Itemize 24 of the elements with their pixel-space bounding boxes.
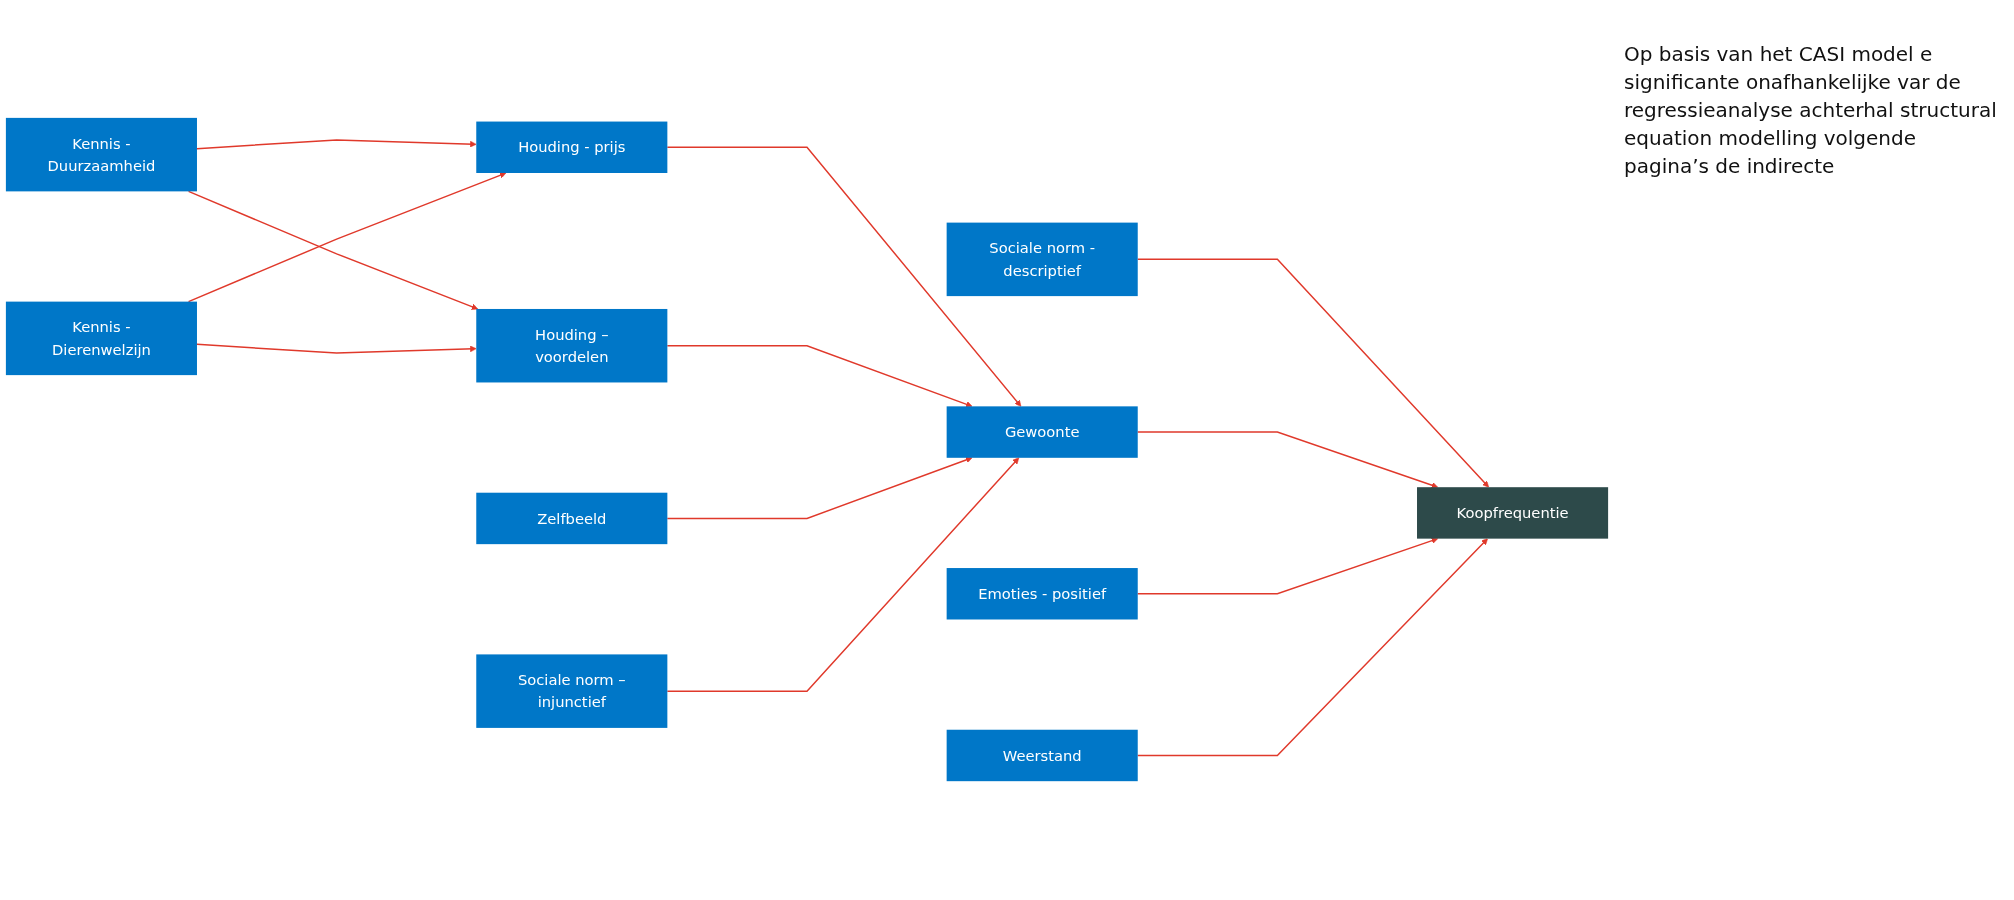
arrow: [1137, 431, 1438, 489]
arrow: [1137, 537, 1438, 595]
arrow: [666, 457, 973, 520]
node-box: Weerstand: [946, 730, 1138, 782]
node-box: Houding – voordelen: [476, 309, 668, 383]
node-box: Houding - prijs: [476, 122, 668, 174]
node-box: Zelfbeeld: [476, 493, 668, 545]
arrow: [196, 344, 477, 355]
arrow: [187, 191, 479, 311]
arrow: [187, 172, 507, 303]
node-box: Koopfrequentie: [1417, 487, 1609, 540]
node-box: Emoties - positief: [946, 568, 1138, 620]
node-box: Gewoonte: [946, 406, 1138, 459]
arrow: [196, 139, 477, 150]
node-box: Sociale norm - descriptief: [946, 223, 1138, 297]
arrow: [1137, 259, 1489, 488]
arrow: [666, 345, 973, 408]
node-box: Kennis - Dierenwelzijn: [5, 302, 197, 376]
arrow: [1137, 538, 1488, 757]
arrow: [666, 147, 1022, 408]
node-box: Sociale norm – injunctief: [476, 654, 668, 729]
node-box: Kennis - Duurzaamheid: [5, 118, 197, 192]
note-text: Op basis van het CASI model e significante onafhankelijke var de regressieanalyse achterhal structural equation modelling volgende pagina’s de indirecte: [1624, 41, 1998, 180]
arrow: [666, 457, 1020, 693]
